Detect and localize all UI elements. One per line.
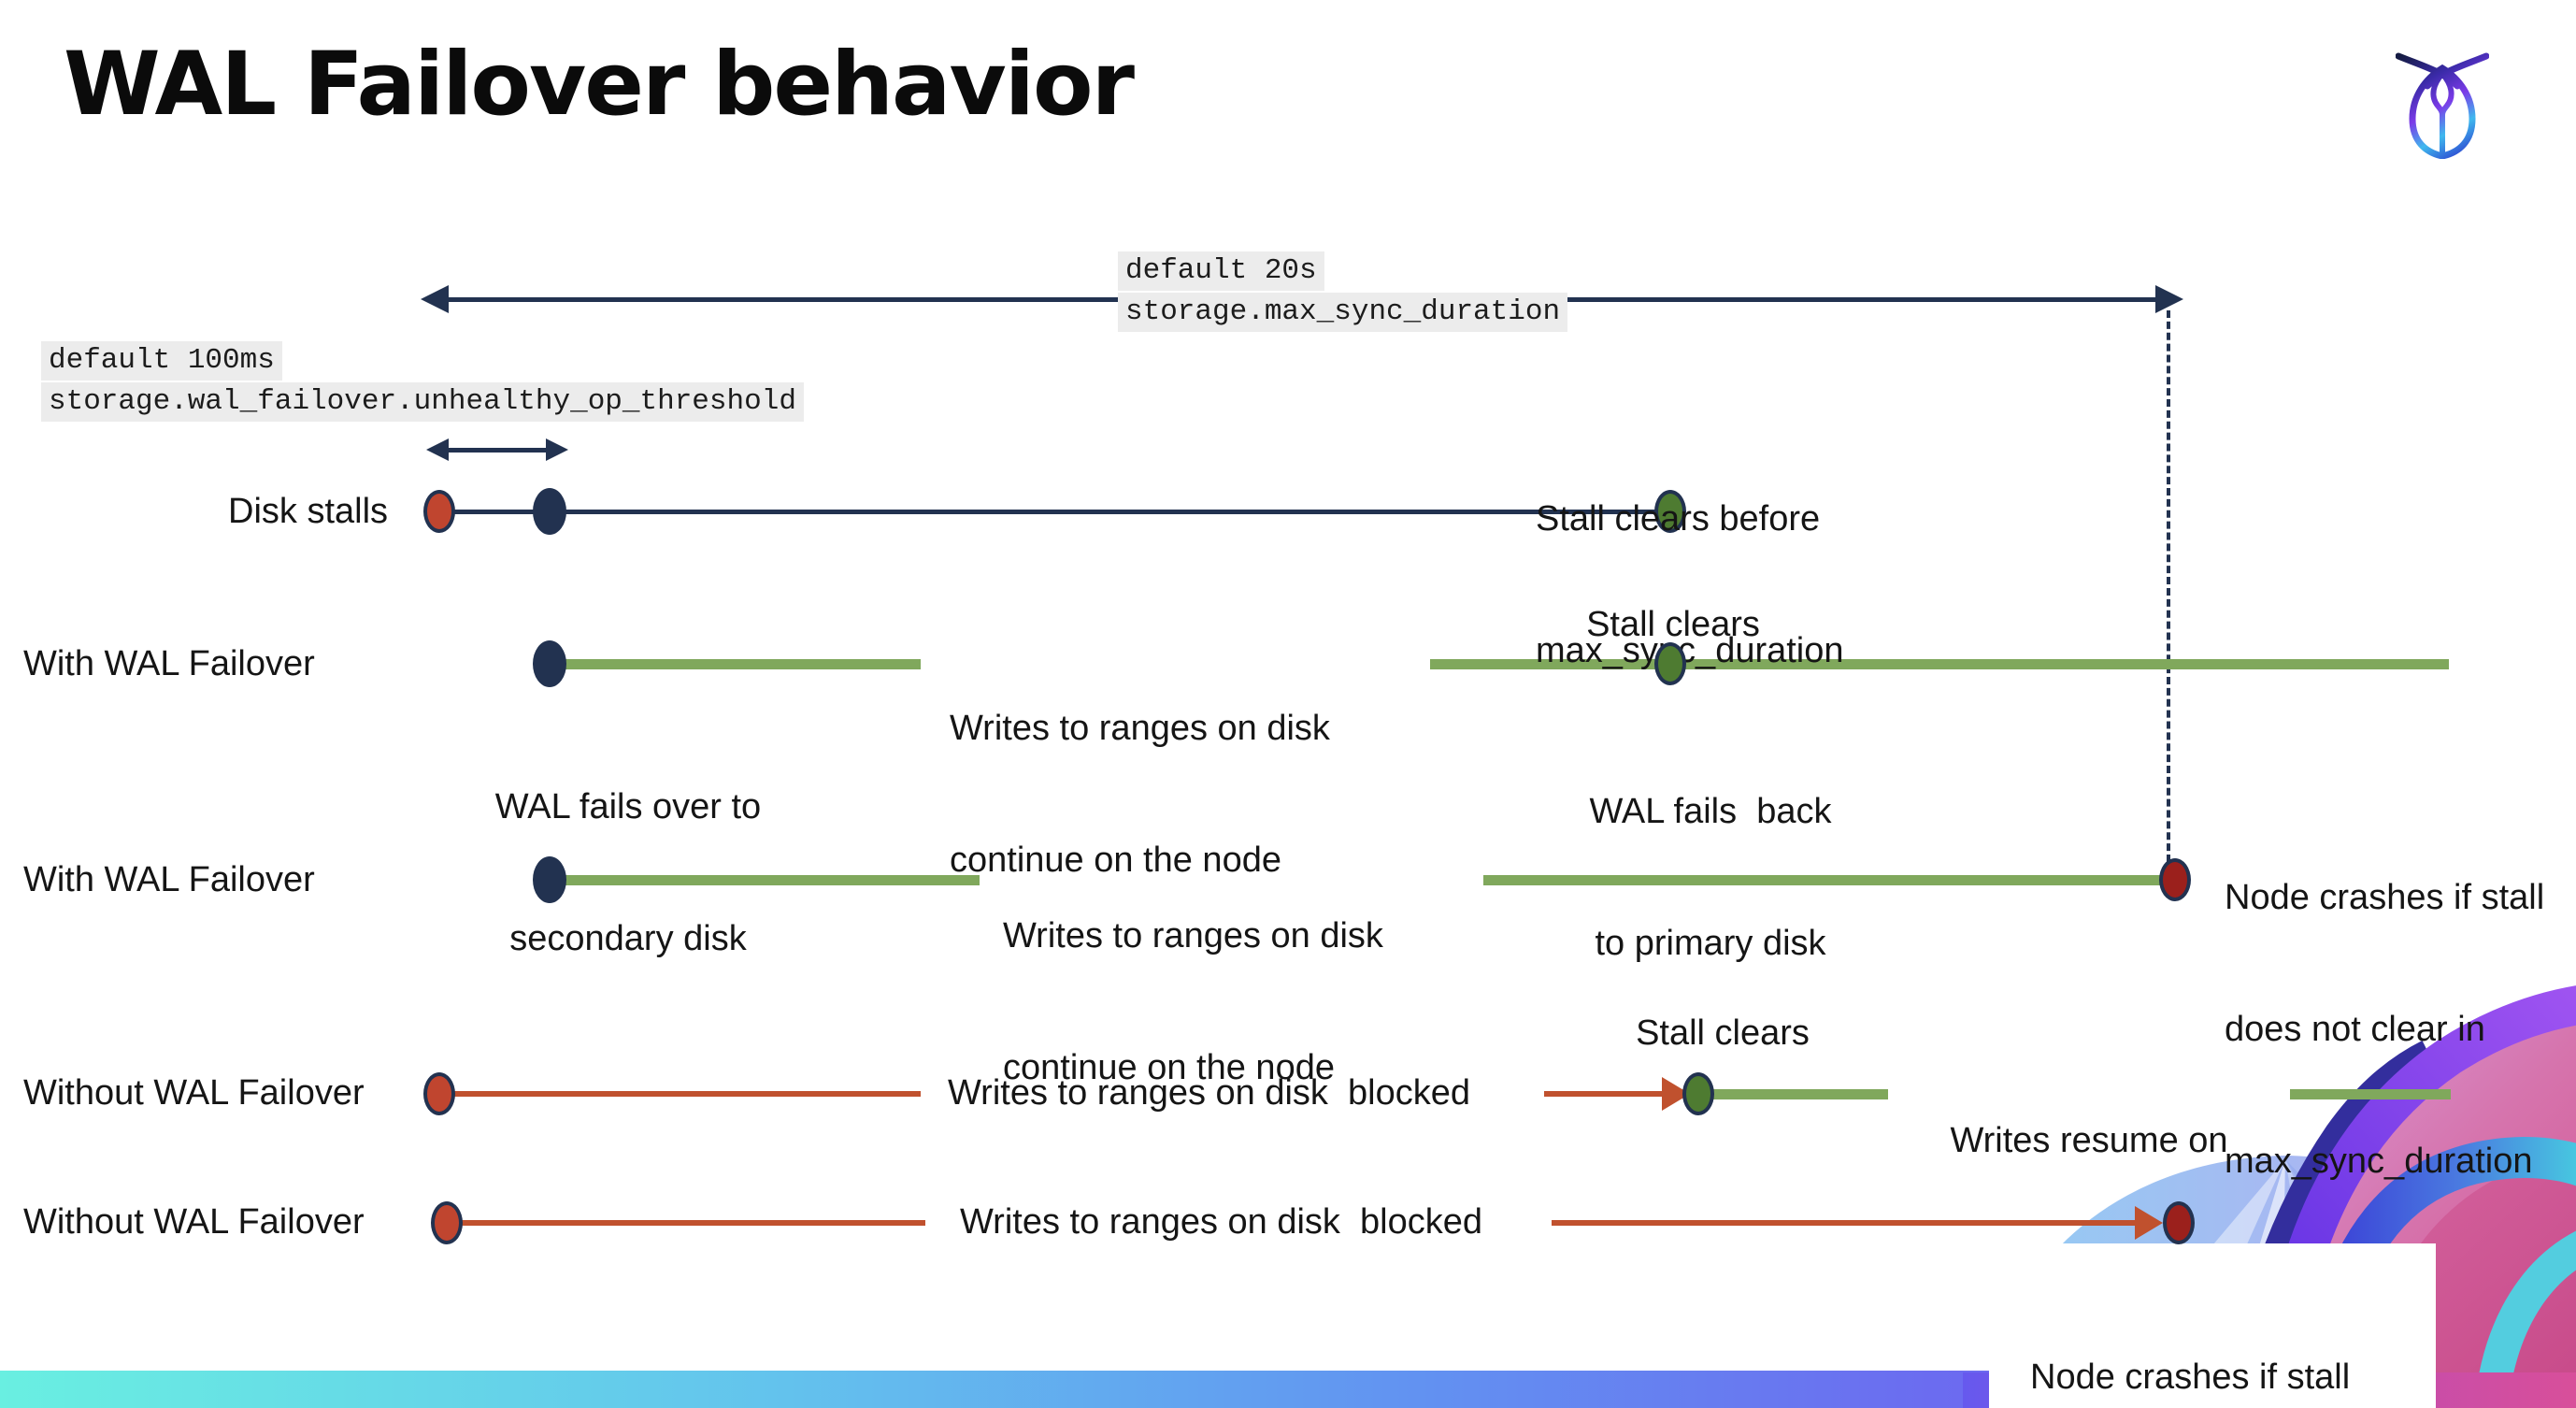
stall-clears-note-row2: Stall clears <box>1586 605 1760 644</box>
setting-default-100ms: default 100ms <box>41 341 282 381</box>
node-crash-dot-2 <box>2163 1201 2195 1244</box>
writes-blocked-line-2a <box>447 1220 925 1226</box>
red-arrowhead-icon-2 <box>2135 1206 2163 1240</box>
row-label-disk-stalls: Disk stalls <box>228 492 389 531</box>
writes-blocked-note: Writes to ranges on disk blocked <box>948 1073 1471 1113</box>
stall-start-dot-2 <box>423 1072 455 1115</box>
max-sync-deadline-dashed-line <box>2167 310 2170 862</box>
stall-clear-dot-2 <box>1682 1072 1714 1115</box>
writes-continue-line-a <box>550 659 921 669</box>
stall-start-dot-3 <box>431 1201 463 1244</box>
writes-continue-note: Writes to ranges on disk continue on the… <box>950 709 1330 880</box>
unhealthy-op-default: default 100ms <box>41 341 282 381</box>
max-sync-setting-name: storage.max_sync_duration <box>1118 293 1568 332</box>
row-label-without-wal-failover-1: Without WAL Failover <box>23 1073 365 1113</box>
writes-resume-line-b <box>2290 1089 2451 1099</box>
writes-blocked-note-2: Writes to ranges on disk blocked <box>960 1202 1483 1242</box>
node-crash-dot <box>2159 858 2191 901</box>
unhealthy-op-setting-name: storage.wal_failover.unhealthy_op_thresh… <box>41 382 804 422</box>
small-arrowhead-left-icon <box>426 438 449 461</box>
setting-default-20s: default 20s <box>1118 251 1324 291</box>
stall-clears-before-note: Stall clears before max_sync_duration <box>1536 499 1844 670</box>
stall-clears-note-row4: Stall clears <box>1636 1013 1810 1053</box>
row-label-without-wal-failover-2: Without WAL Failover <box>23 1202 365 1242</box>
disk-stall-timeline <box>439 510 1673 514</box>
writes-resume-line-a <box>1710 1089 1888 1099</box>
setting-storage-max-sync-duration: storage.max_sync_duration <box>1118 293 1568 332</box>
writes-blocked-line-a <box>439 1091 921 1097</box>
node-crash-callout-box <box>1989 1243 2436 1408</box>
writes-continue-note-2: Writes to ranges on disk continue on the… <box>1003 916 1383 1087</box>
cockroachdb-logo-icon <box>2395 43 2490 160</box>
setting-wal-failover-unhealthy-op-threshold: storage.wal_failover.unhealthy_op_thresh… <box>41 382 804 422</box>
writes-continue-line-2a <box>550 875 980 885</box>
writes-continue-line-b <box>1430 659 2449 669</box>
arrowhead-right-icon <box>2155 285 2183 313</box>
page-title: WAL Failover behavior <box>64 34 1135 136</box>
writes-blocked-line-2b <box>1552 1220 2150 1226</box>
unhealthy-op-arrow-line <box>439 448 555 453</box>
row-label-with-wal-failover-2: With WAL Failover <box>23 860 315 899</box>
writes-blocked-line-b <box>1544 1091 1664 1097</box>
wal-fails-over-note: WAL fails over to secondary disk <box>494 787 762 958</box>
stall-start-dot <box>423 490 455 533</box>
row-label-with-wal-failover-1: With WAL Failover <box>23 644 315 683</box>
arrowhead-left-icon <box>421 285 449 313</box>
failover-dot-2 <box>533 856 566 903</box>
failover-dot <box>533 640 566 687</box>
writes-continue-line-2b <box>1483 875 2173 885</box>
stall-clear-dot <box>1654 490 1686 533</box>
max-sync-setting-default: default 20s <box>1118 251 1324 291</box>
node-crash-note: Node crashes if stall does not clear in … <box>2225 878 2545 1181</box>
wal-fails-back-note: WAL fails back to primary disk <box>1589 792 1832 963</box>
node-crash-note-2: Node crashes if stall does not clear in … <box>2030 1358 2351 1397</box>
threshold-dot <box>533 488 566 535</box>
failback-dot <box>1654 642 1686 685</box>
small-arrowhead-right-icon <box>546 438 568 461</box>
